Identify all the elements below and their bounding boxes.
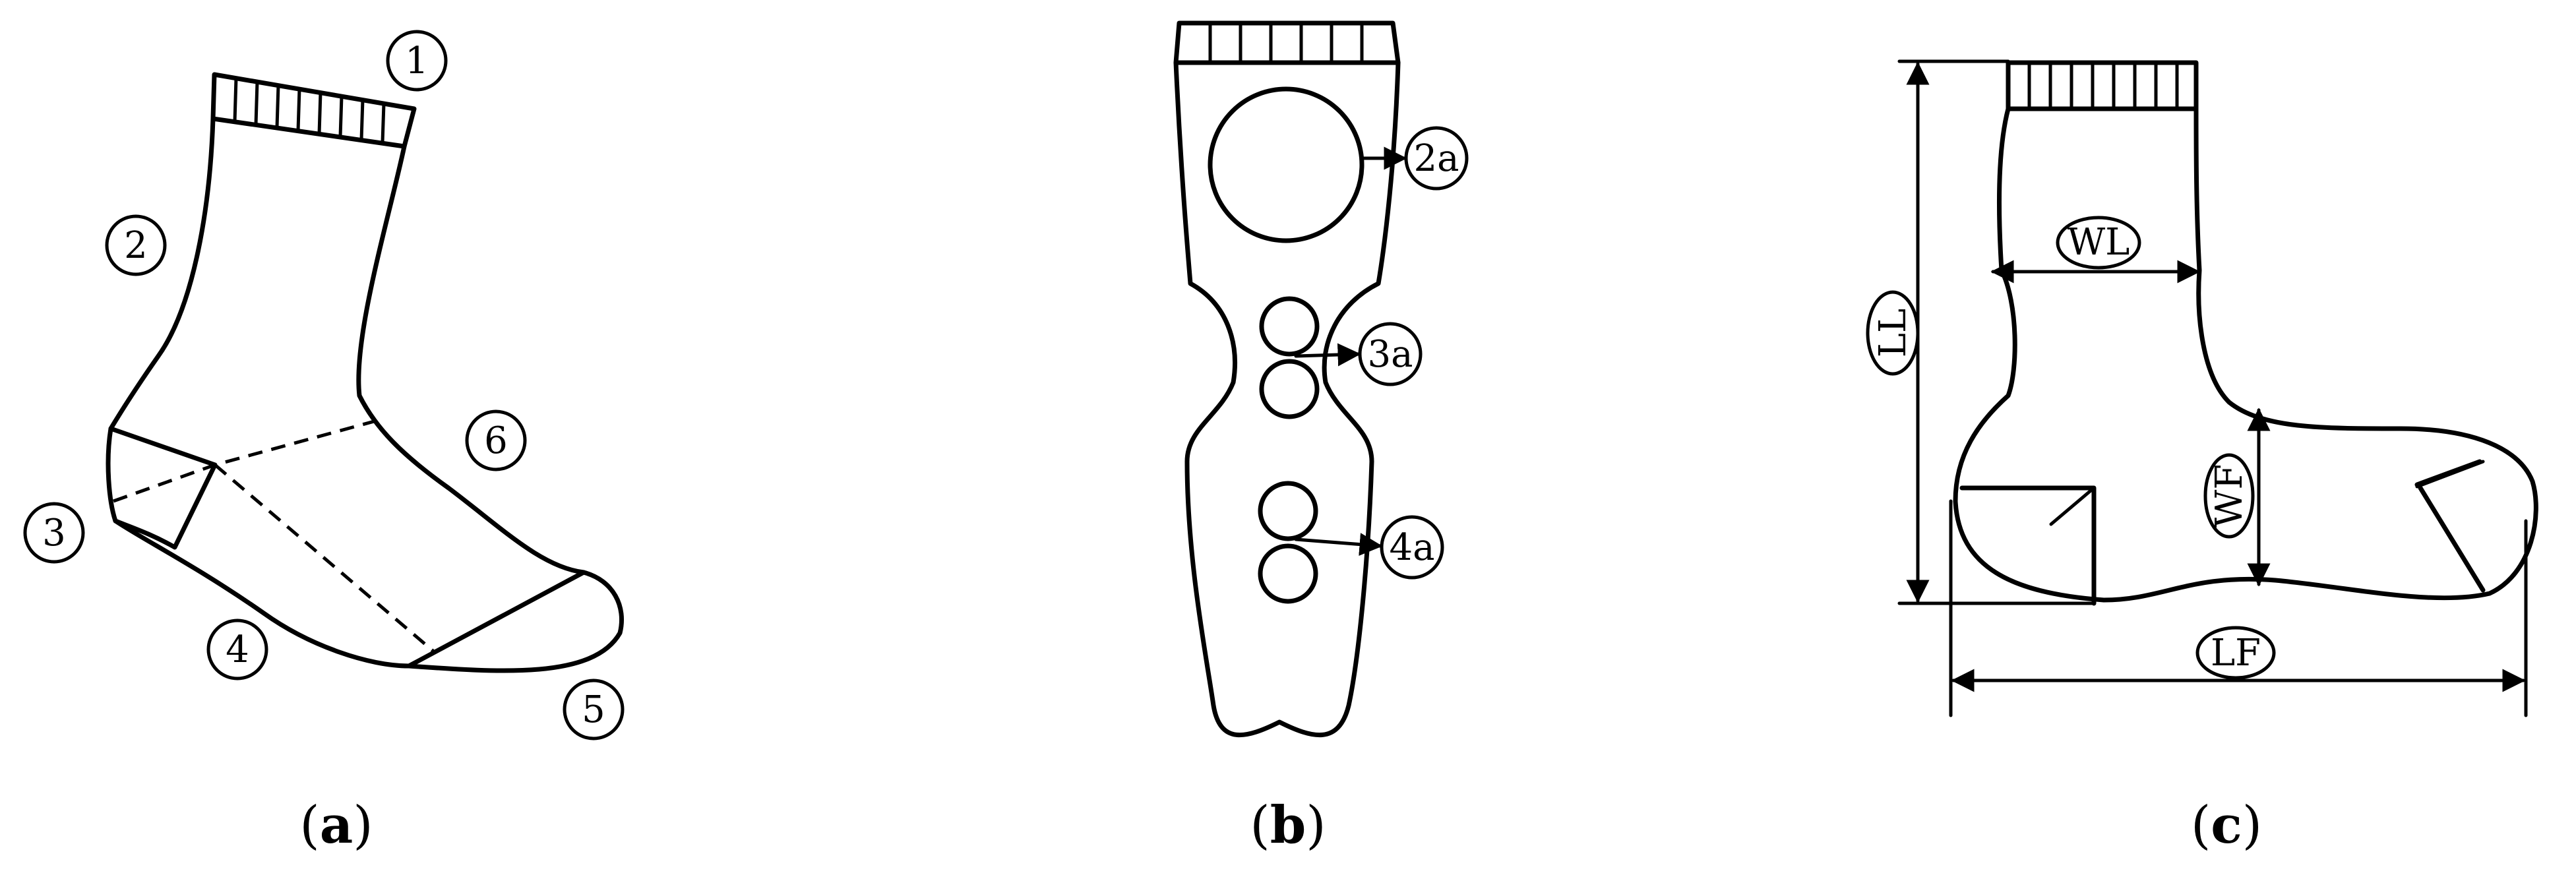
svg-text:LL: LL (1872, 309, 1915, 357)
marker-6: 6 (465, 409, 527, 471)
marker-4-label: 4 (226, 628, 249, 671)
marker-2-label: 2 (124, 224, 148, 267)
dimension-wl-label: WL (2056, 216, 2141, 270)
panel-b: 2a 3a 4a (b) (1173, 20, 1469, 855)
cuff-ribbing-c (2006, 60, 2199, 111)
marker-2a: 2a (1404, 126, 1469, 191)
arrow-3a (1294, 343, 1361, 367)
region-4a-top (1258, 481, 1318, 541)
panel-a: 1 2 3 4 5 6 (a) (23, 30, 625, 855)
region-3a-bottom (1259, 359, 1320, 419)
dimension-wf-label: WF (2203, 453, 2255, 539)
marker-2a-label: 2a (1413, 137, 1459, 180)
heel-section (108, 426, 218, 550)
svg-text:WL: WL (2068, 221, 2130, 264)
heel-diagonal-c (2049, 486, 2096, 526)
cuff-rib-lines-b (1208, 21, 1364, 65)
caption-c: (c) (2191, 795, 2262, 855)
marker-5: 5 (563, 679, 625, 740)
marker-4a: 4a (1380, 515, 1444, 580)
marker-3a: 3a (1358, 322, 1423, 386)
sock-blank-b (1173, 20, 1401, 738)
cuff-rib-lines (233, 76, 386, 144)
sock-drawing-c (1953, 60, 2538, 606)
sock-outline (106, 116, 625, 673)
blank-outline-b (1173, 60, 1401, 738)
region-2a (1208, 86, 1365, 243)
marker-3: 3 (23, 502, 85, 564)
marker-5-label: 5 (582, 688, 605, 731)
caption-a: (a) (299, 795, 373, 855)
marker-1-label: 1 (405, 40, 429, 82)
arrow-4a (1294, 533, 1383, 556)
region-3a-top (1259, 296, 1320, 357)
region-4a-bottom (1258, 543, 1318, 604)
svg-text:LF: LF (2211, 632, 2261, 675)
caption-b: (b) (1250, 795, 1326, 855)
marker-4: 4 (206, 619, 268, 680)
sock-outline-c (1953, 106, 2538, 603)
toe-section-c (2414, 459, 2486, 593)
marker-2: 2 (105, 214, 167, 276)
sole-dashed-line (214, 464, 437, 654)
heel-dashed-line (113, 417, 384, 503)
marker-6-label: 6 (484, 419, 508, 462)
svg-text:WF: WF (2208, 464, 2251, 528)
dimension-lf-label: LF (2195, 626, 2276, 680)
marker-3a-label: 3a (1367, 333, 1413, 376)
dimension-ll-label: LL (1866, 290, 1920, 376)
marker-3-label: 3 (42, 512, 66, 555)
toe-section (406, 570, 586, 669)
sock-drawing-a (106, 72, 625, 673)
marker-1: 1 (386, 30, 448, 92)
toe-diagonal-c (2415, 460, 2485, 489)
cuff-rib-lines-c (2027, 61, 2179, 111)
marker-4a-label: 4a (1389, 526, 1434, 569)
panel-c: WL LL WF LF (c) (1866, 59, 2538, 855)
